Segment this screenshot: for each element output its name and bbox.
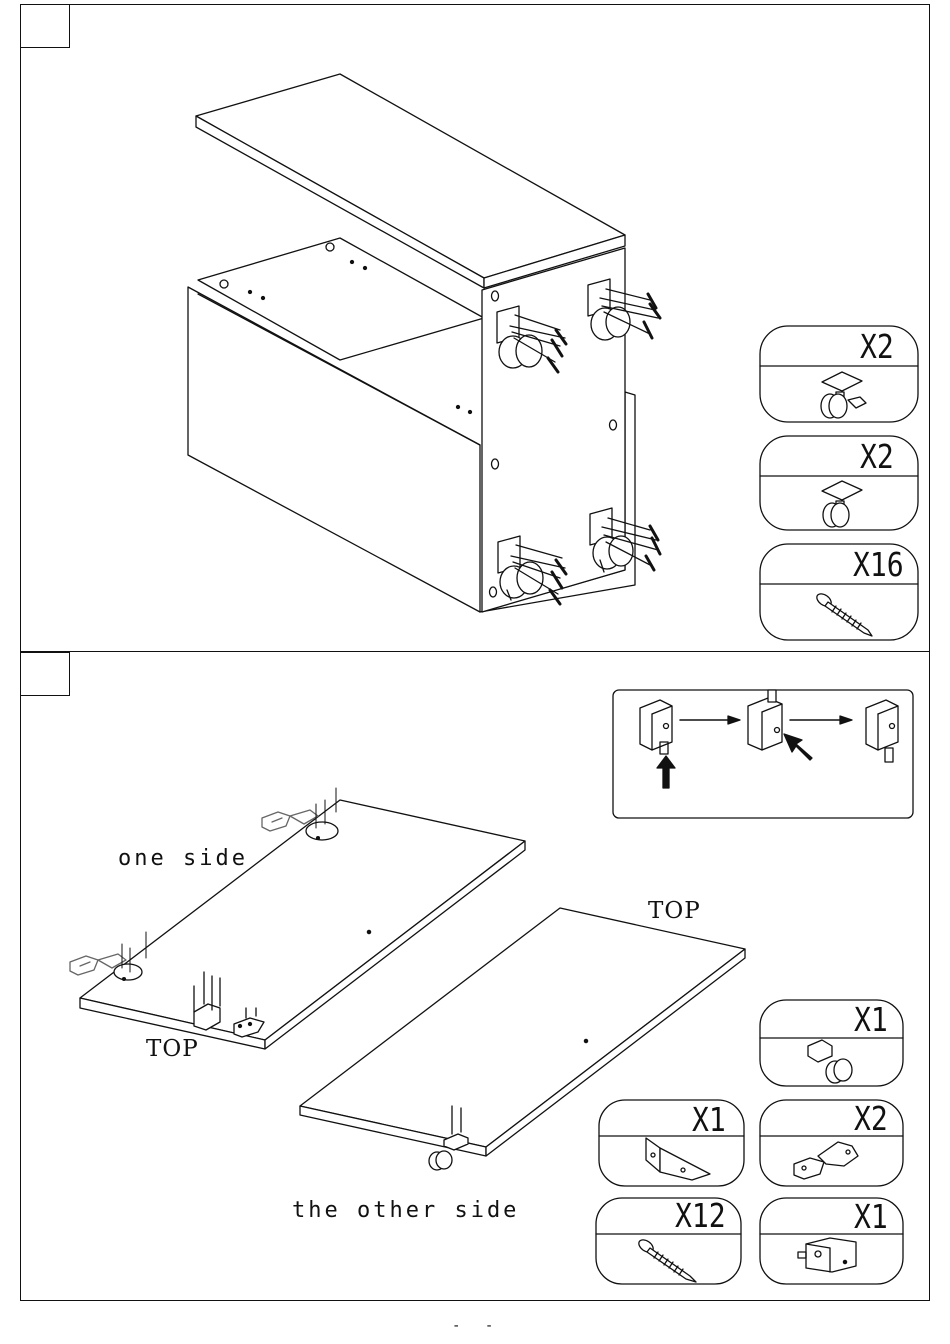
qty-locking-caster: X2: [860, 327, 894, 366]
qty-door-bolt: X1: [854, 1197, 888, 1236]
page-number: - -: [452, 1318, 501, 1334]
qty-screw-step2: X12: [675, 1196, 726, 1235]
part-box-locking-caster: [760, 326, 918, 422]
qty-angle-bracket: X1: [692, 1100, 726, 1139]
label-other-side: the other side: [292, 1198, 519, 1223]
label-top-right: TOP: [648, 898, 701, 924]
qty-hinge: X2: [854, 1099, 888, 1138]
qty-screw: X16: [853, 545, 904, 584]
step-1-illustration: [188, 74, 660, 612]
part-box-caster: [760, 436, 918, 530]
door-bolt-sequence-inset: [613, 690, 913, 818]
label-one-side: one side: [118, 846, 248, 871]
qty-caster-step2: X1: [854, 1000, 888, 1039]
cabinet-body: [188, 238, 635, 612]
qty-caster: X2: [860, 437, 894, 476]
label-top-left: TOP: [146, 1036, 199, 1062]
top-panel: [196, 74, 625, 288]
